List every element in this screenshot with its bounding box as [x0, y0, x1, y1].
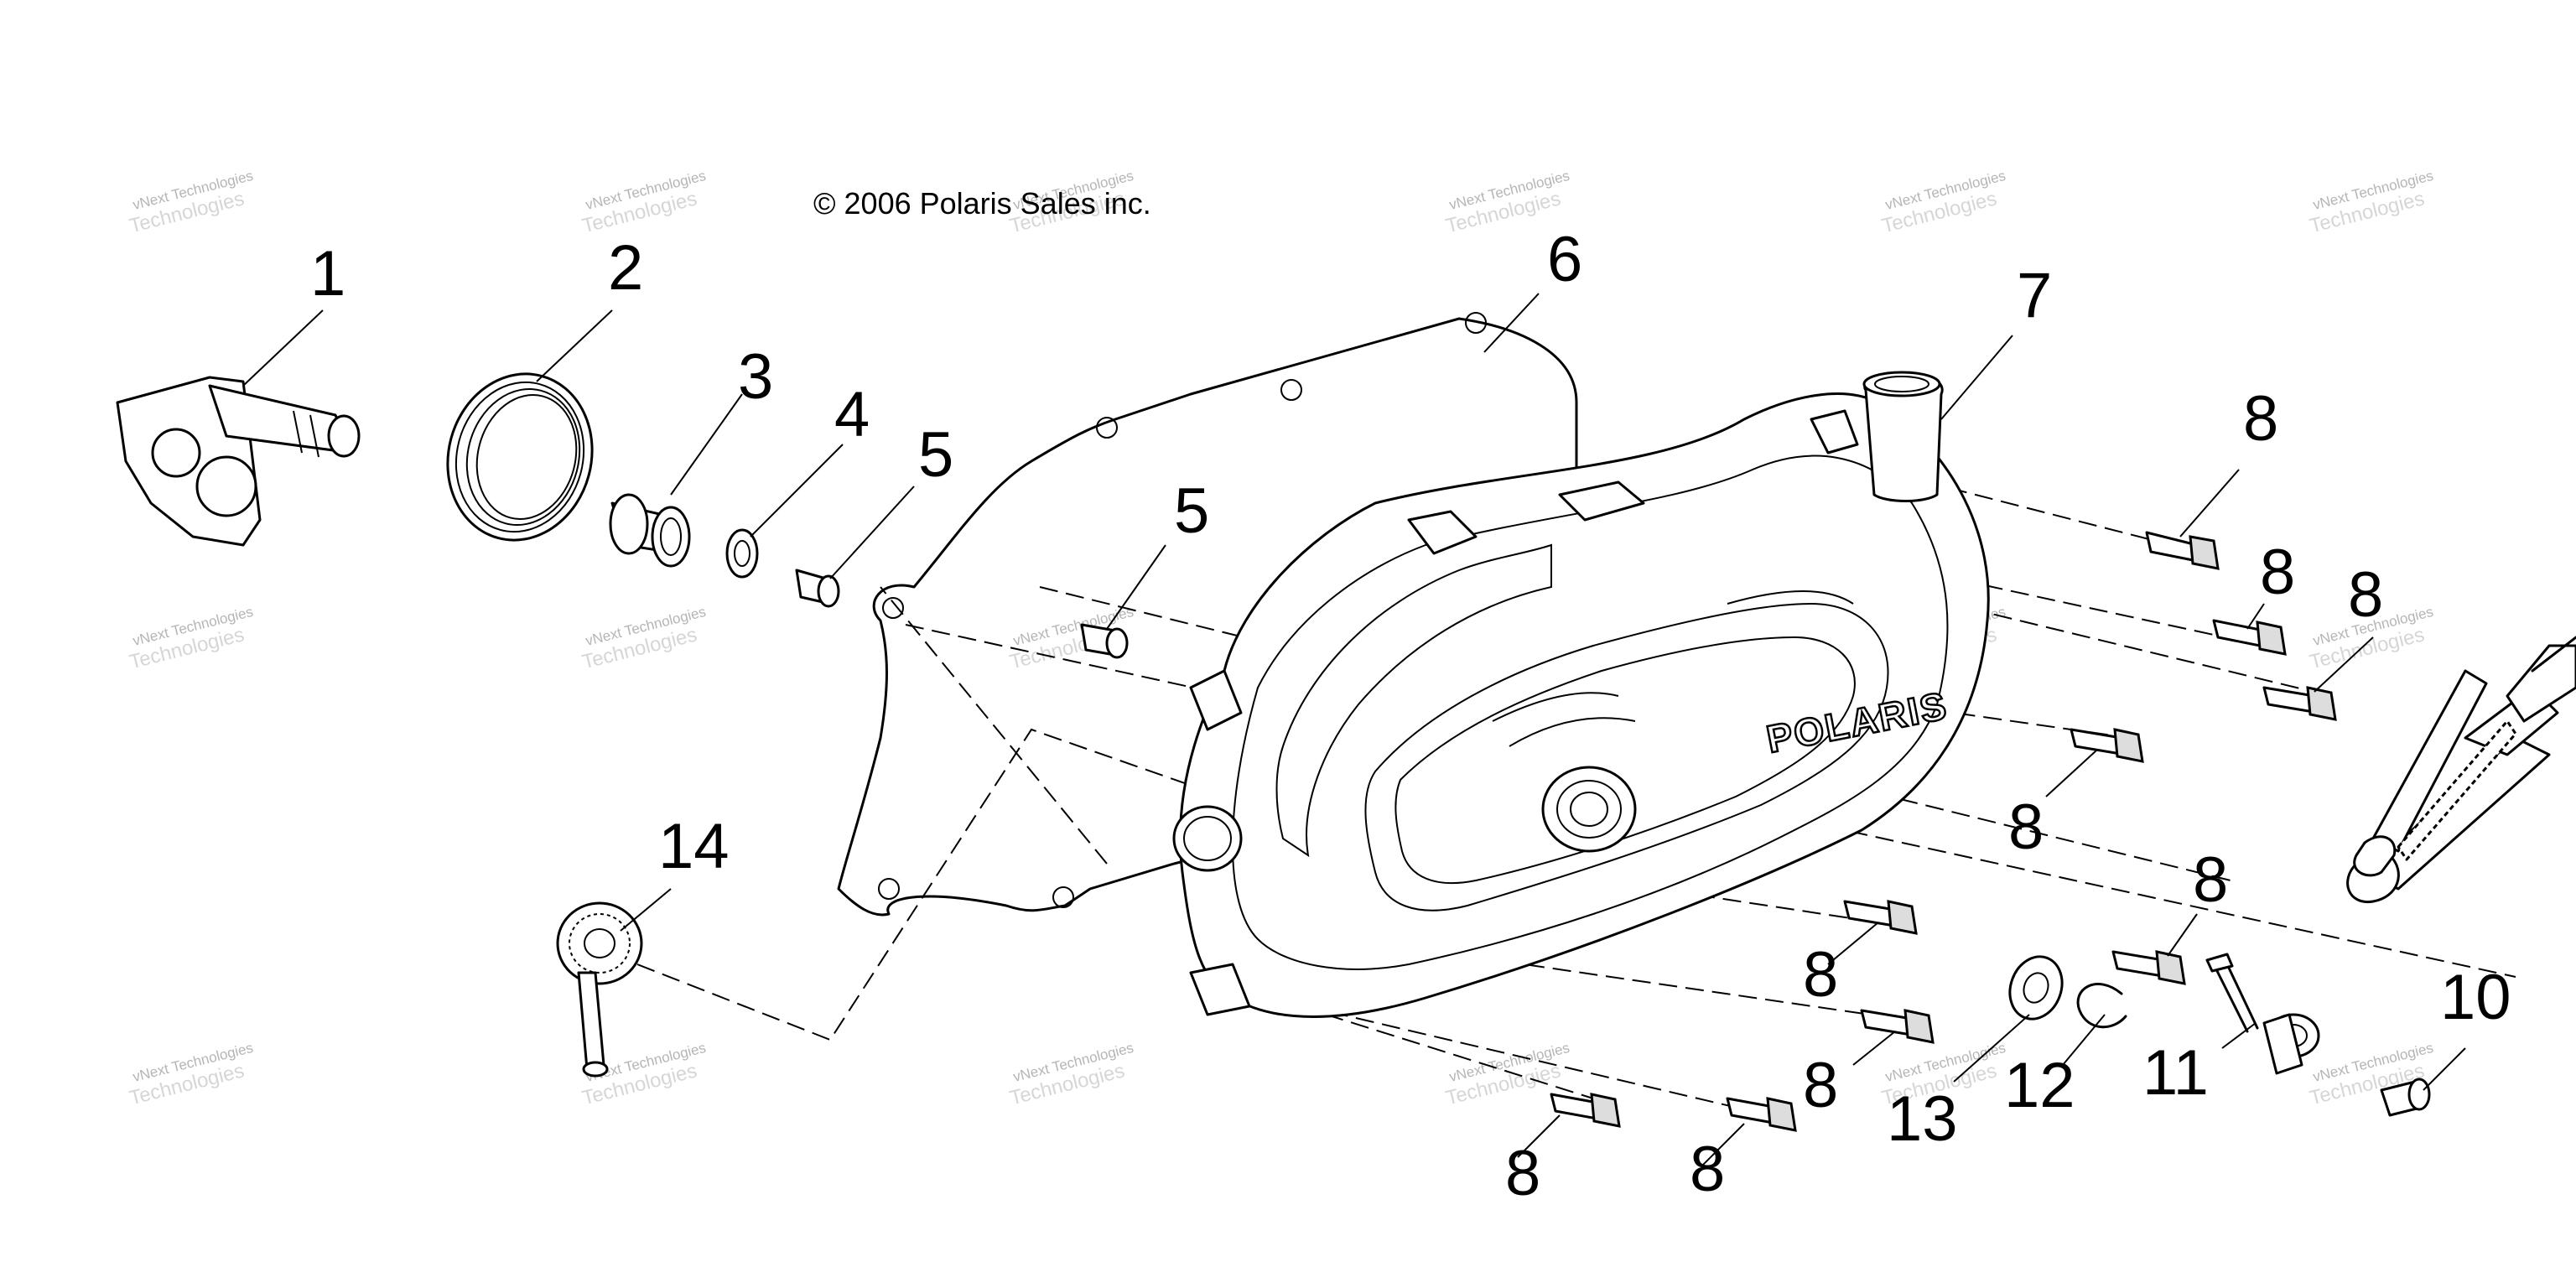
part-8-bolt — [2262, 686, 2337, 721]
callout-8: 8 — [1803, 1050, 1838, 1121]
callout-7: 7 — [2017, 260, 2052, 331]
part-8-bolt — [2070, 728, 2144, 763]
callout-4: 4 — [834, 379, 870, 450]
part-1-kick-segment-gear — [116, 376, 361, 547]
kick-start-pedal — [2353, 719, 2517, 877]
part-8-bolt — [1726, 1097, 1797, 1132]
part-8-bolt — [1860, 1009, 1935, 1044]
callout-8: 8 — [2243, 383, 2278, 454]
callout-8: 8 — [1690, 1134, 1725, 1205]
part-5-dowel-pin — [795, 569, 840, 608]
part-13-washer — [2008, 955, 2064, 1021]
callout-11: 11 — [2142, 1037, 2209, 1109]
watermark: vNext Technologies Technologies — [127, 604, 255, 674]
callout-2: 2 — [608, 232, 643, 304]
callout-5: 5 — [918, 419, 953, 491]
callout-10: 10 — [2440, 962, 2511, 1033]
callout-8: 8 — [1505, 1138, 1540, 1209]
callout-labels: 1 2 3 4 5 5 6 7 8 8 8 8 8 8 8 8 8 10 11 … — [310, 224, 2511, 1209]
callout-14: 14 — [658, 811, 730, 882]
part-8-bolt — [2212, 619, 2287, 656]
callout-3: 3 — [738, 341, 773, 413]
callout-13: 13 — [1887, 1083, 1958, 1155]
callout-12: 12 — [2004, 1050, 2075, 1121]
watermark: vNext Technologies Technologies — [1008, 1040, 1135, 1110]
part-5-dowel-pin — [1080, 623, 1129, 659]
callout-8: 8 — [2348, 559, 2383, 631]
callout-5: 5 — [1174, 475, 1209, 547]
callout-8: 8 — [2260, 537, 2295, 608]
part-4-washer — [725, 528, 759, 579]
part-8-bolt — [1550, 1093, 1621, 1128]
callout-1: 1 — [310, 238, 345, 309]
watermark: vNext Technologies Technologies — [580, 168, 708, 238]
watermark: vNext Technologies Technologies — [127, 168, 255, 238]
part-7-clutch-cover: POLARIS — [1172, 371, 1990, 1018]
callout-8: 8 — [2193, 844, 2228, 916]
part-2-drive-ring — [446, 372, 594, 542]
watermark: vNext Technologies Technologies — [2308, 168, 2435, 238]
copyright-text: © 2006 Polaris Sales inc. — [813, 186, 1151, 221]
part-8-bolt — [2111, 950, 2186, 985]
watermark: vNext Technologies Technologies — [580, 604, 708, 674]
callout-8: 8 — [2008, 792, 2044, 863]
part-11-screw — [2205, 953, 2259, 1033]
leader-lines — [242, 293, 2466, 1166]
callout-8: 8 — [1803, 939, 1838, 1010]
part-3-bushing — [609, 493, 691, 568]
part-10-pedal-rubber — [2380, 1078, 2431, 1117]
pedal-pivot — [2262, 1013, 2320, 1075]
part-14-idler-gear — [556, 901, 643, 1078]
part-12-snap-ring — [2076, 983, 2127, 1029]
watermark: vNext Technologies Technologies — [1880, 168, 2007, 238]
part-8-bolt — [1843, 900, 1918, 935]
callout-6: 6 — [1547, 224, 1582, 295]
watermark: vNext Technologies Technologies — [127, 1040, 255, 1110]
part-8-bolt — [2145, 531, 2220, 570]
